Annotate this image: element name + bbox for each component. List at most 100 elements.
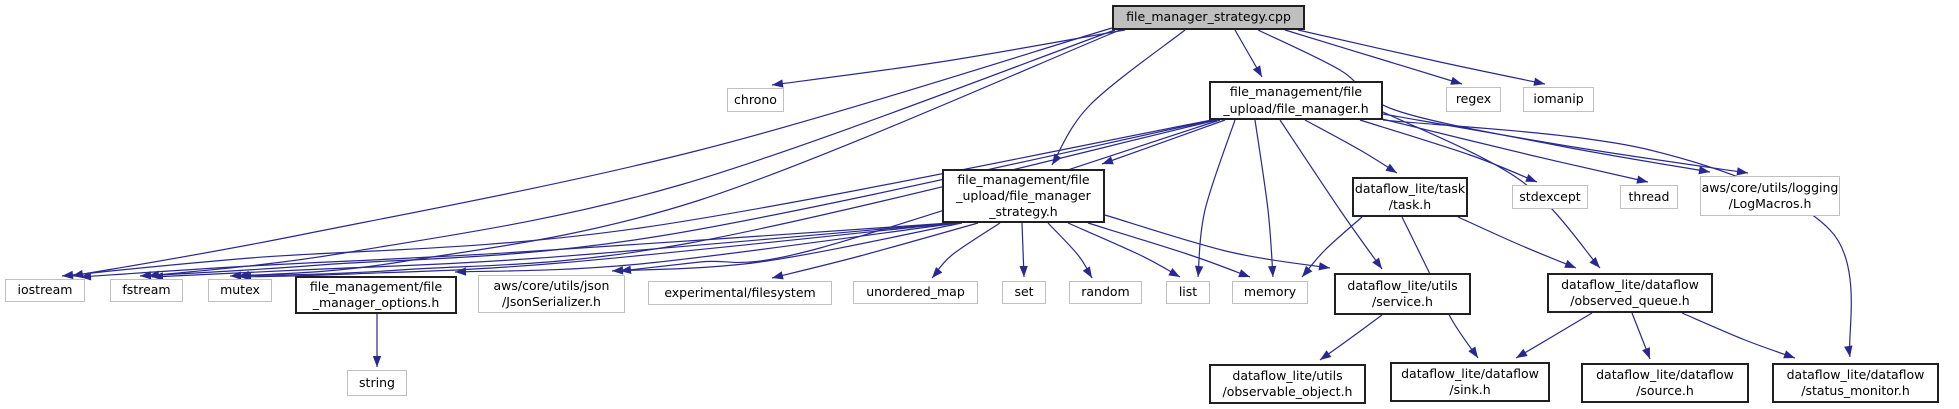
edge-fms-expfs	[771, 222, 979, 279]
node-umap: unordered_map	[853, 281, 978, 304]
edge-root-iomanip	[1297, 29, 1546, 85]
node-fms[interactable]: file_management/file _upload/file_manage…	[942, 169, 1105, 223]
arrowhead-fm-oq	[1589, 257, 1600, 268]
edge-fm-mutex	[229, 119, 1218, 277]
edge-fm-oq	[1382, 111, 1601, 269]
node-options[interactable]: file_management/file _manager_options.h	[295, 276, 457, 314]
edge-fms-iostream	[79, 222, 951, 278]
edge-task-memory	[1301, 216, 1363, 278]
edge-fm-iostream	[61, 119, 1213, 277]
arrowhead-fm-iostream	[62, 270, 74, 280]
arrowhead-root-logmacros	[1698, 165, 1710, 175]
node-iostream: iostream	[5, 279, 85, 302]
arrowhead-fm-thread	[1636, 175, 1648, 184]
arrowhead-fms-mutex	[240, 272, 252, 281]
node-logmacros: aws/core/utils/logging /LogMacros.h	[1700, 176, 1840, 216]
node-fm[interactable]: file_management/file _upload/file_manage…	[1209, 81, 1383, 120]
edge-fm-list	[1197, 119, 1236, 278]
arrowhead-oq-sink	[1516, 348, 1528, 358]
edge-fm-stdexcept	[1359, 119, 1538, 183]
arrowhead-fm-fstream	[140, 271, 152, 280]
arrowhead-fms-set	[1019, 265, 1028, 277]
node-memory: memory	[1232, 281, 1308, 304]
arrowhead-fm-jsonser	[620, 265, 632, 274]
arrowhead-fms-jsonser	[612, 266, 624, 275]
edge-root-chrono	[771, 29, 1126, 86]
arrowhead-fm-service	[1372, 257, 1382, 269]
edge-root-fms	[1051, 29, 1186, 166]
arrowhead-fm-fms	[1102, 156, 1114, 165]
edge-fms-mutex	[239, 222, 956, 278]
node-sink[interactable]: dataflow_lite/dataflow /sink.h	[1390, 362, 1550, 402]
node-list: list	[1166, 281, 1210, 304]
edge-oq-sink	[1515, 312, 1593, 359]
arrowhead-fm-logmacros	[1736, 167, 1748, 176]
node-iomanip: iomanip	[1523, 87, 1594, 112]
edge-fms-memory	[1087, 222, 1251, 278]
node-thread: thread	[1620, 185, 1678, 209]
arrowhead-service-oo	[1320, 350, 1332, 360]
node-stdexcept: stdexcept	[1512, 185, 1588, 209]
node-root: file_manager_strategy.cpp	[1112, 5, 1305, 30]
arrowhead-fm-stdexcept	[1525, 173, 1537, 182]
node-chrono: chrono	[727, 88, 784, 112]
arrowhead-fm-memory	[1267, 265, 1277, 277]
arrowhead-fm-task	[1385, 163, 1397, 173]
edge-fms-umap	[931, 222, 1001, 279]
arrowhead-fms-service	[1318, 262, 1330, 271]
edge-task-oq	[1457, 216, 1577, 269]
edge-fm-statmon	[1382, 119, 1852, 358]
node-mutex: mutex	[208, 279, 272, 302]
arrowhead-root-fm	[1252, 65, 1262, 77]
edge-root-regex	[1284, 29, 1463, 85]
edge-root-mutex	[237, 29, 1121, 277]
node-set: set	[1002, 281, 1046, 304]
edge-root-iostream	[71, 27, 1113, 277]
arrowhead-oq-source	[1642, 347, 1650, 359]
arrowhead-task-oq	[1564, 259, 1576, 268]
edge-fm-service	[1279, 119, 1383, 270]
node-jsonser: aws/core/utils/json /JsonSerializer.h	[478, 275, 625, 313]
node-service[interactable]: dataflow_lite/utils /service.h	[1334, 273, 1471, 315]
arrowhead-options-string	[372, 356, 382, 367]
edge-service-oo	[1319, 314, 1383, 361]
edge-fm-memory	[1254, 119, 1274, 278]
arrowhead-fms-options	[455, 267, 467, 276]
node-expfs: experimental/filesystem	[648, 281, 832, 305]
arrowhead-fms-list	[1168, 268, 1180, 277]
edge-root-logmacros	[1257, 29, 1711, 173]
arrowhead-root-chrono	[772, 79, 784, 88]
arrowhead-root-regex	[1450, 76, 1462, 85]
edge-fms-jsonser	[611, 222, 963, 272]
node-source[interactable]: dataflow_lite/dataflow /source.h	[1581, 363, 1749, 403]
edge-fm-task	[1304, 119, 1398, 174]
node-oo[interactable]: dataflow_lite/utils /observable_object.h	[1209, 364, 1366, 404]
arrowhead-task-memory	[1302, 265, 1313, 277]
node-fstream: fstream	[110, 279, 183, 302]
node-task[interactable]: dataflow_lite/task /task.h	[1352, 177, 1468, 217]
edge-oq-statmon	[1681, 312, 1796, 359]
arrowhead-fms-expfs	[772, 271, 784, 280]
node-string: string	[347, 370, 407, 396]
node-regex: regex	[1446, 87, 1501, 112]
node-statmon[interactable]: dataflow_lite/dataflow /status_monitor.h	[1772, 363, 1939, 403]
edge-fms-service	[1104, 214, 1331, 269]
arrowhead-fm-list	[1194, 265, 1204, 277]
arrowhead-oq-statmon	[1783, 350, 1795, 359]
arrowhead-fm-statmon	[1844, 345, 1853, 357]
arrowhead-fms-fstream	[152, 272, 164, 281]
node-random: random	[1069, 281, 1142, 304]
edge-fm-jsonser	[619, 119, 1221, 272]
edge-fm-logmacros	[1382, 113, 1749, 174]
edge-fms-fstream	[151, 222, 953, 278]
edge-fms-options	[454, 222, 959, 273]
arrowhead-task-sink	[1468, 346, 1478, 358]
node-oq[interactable]: dataflow_lite/dataflow /observed_queue.h	[1547, 273, 1713, 313]
edge-root-fstream	[147, 29, 1116, 277]
arrowhead-fms-memory	[1238, 269, 1250, 278]
edge-fm-fms	[1101, 119, 1226, 165]
edge-fm-thread	[1377, 117, 1649, 183]
arrowhead-fms-umap	[932, 266, 943, 278]
